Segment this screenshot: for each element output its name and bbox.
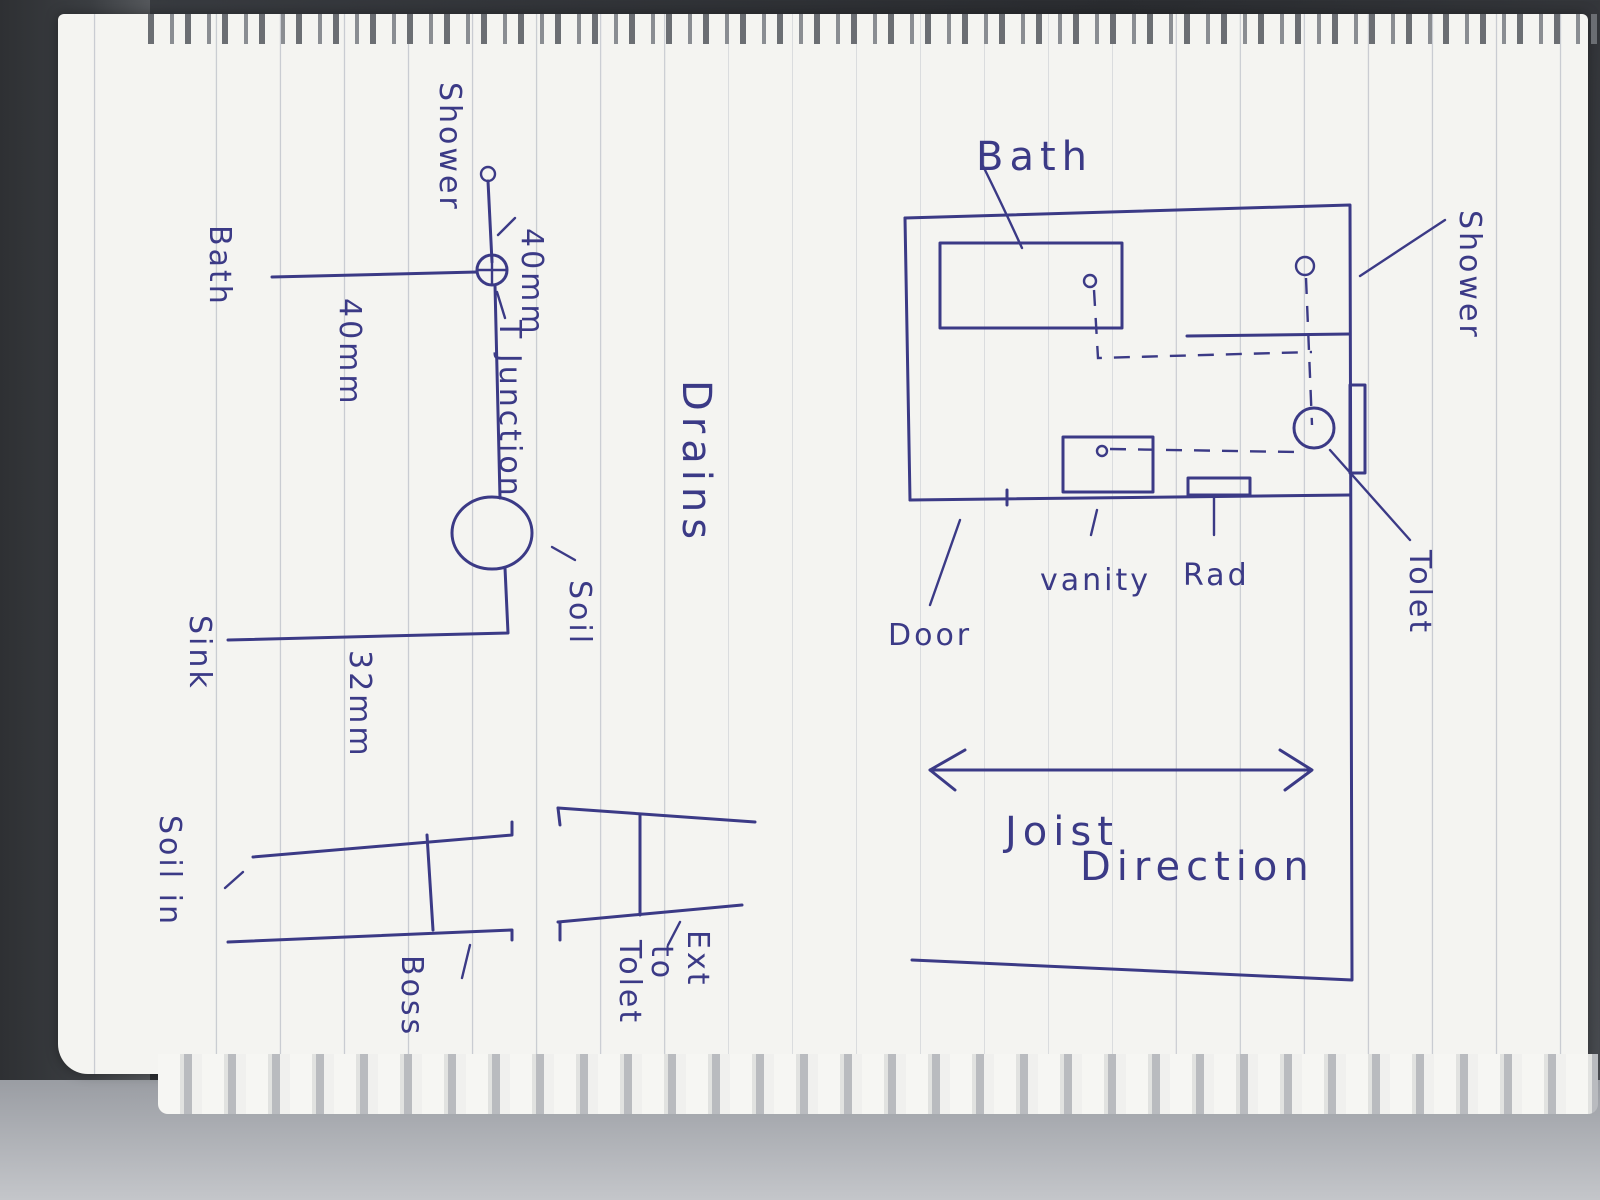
ext-pipe-bottom: [556, 903, 744, 924]
torn-page-edge: [158, 1054, 1598, 1114]
t-junction-label: T Junction: [492, 319, 527, 499]
toilet-cistern: [1348, 383, 1367, 475]
pipe-40mm-label-top: 40mm: [514, 228, 549, 337]
joist-label-line2: Direction: [1080, 844, 1315, 890]
bath-drain-circle: [1082, 273, 1098, 289]
shower-label-plan: Shower: [1452, 210, 1487, 340]
room-wall-bottom: [908, 493, 1352, 502]
ext-label-line3: Tolet: [612, 939, 647, 1025]
floor-plan: Bath Shower Tolet vanity Rad Door Joist …: [888, 134, 1487, 982]
t-junction-cross: [476, 254, 508, 286]
ext-leader: [666, 920, 682, 947]
door-leader-line: [928, 518, 962, 607]
radiator-outline: [1186, 476, 1252, 497]
sink-label: Sink: [182, 615, 217, 691]
soil-in-leader: [223, 870, 245, 890]
shower-pipe: [486, 179, 494, 264]
shower-waste-route: [1304, 277, 1314, 426]
shower-partition: [1185, 332, 1352, 338]
t-junction-leader: [495, 290, 507, 320]
bath-label-drain: Bath: [202, 225, 237, 307]
soil-in-pipe-bottom: [226, 928, 514, 944]
shower-leader-line: [1358, 218, 1447, 278]
soil-in-pipe-top: [251, 820, 514, 859]
soil-in-label: Soil in: [152, 815, 187, 927]
sink-branch-pipe: [226, 566, 510, 642]
boss-label: Boss: [394, 955, 429, 1037]
room-wall-left: [903, 216, 912, 502]
vanity-drain-circle: [1095, 444, 1109, 458]
bath-label: Bath: [976, 134, 1093, 180]
bath-outline: [938, 241, 1124, 330]
toilet-leader-line: [1328, 448, 1412, 542]
boss-leader: [460, 943, 472, 980]
toilet-soil-circle: [1292, 406, 1336, 450]
joist-arrow-right-head: [1278, 748, 1314, 792]
ext-label-line2: to: [644, 945, 679, 981]
joist-arrow-left-head: [928, 748, 967, 792]
pipe-40mm-leader: [496, 216, 517, 237]
bath-waste-route: [1092, 289, 1313, 360]
room-outline-wall: [903, 203, 1354, 982]
shower-drain-circle: [1294, 255, 1316, 277]
vanity-waste-route: [1109, 447, 1296, 454]
boss-connector: [425, 833, 435, 932]
shower-drain-node: [479, 165, 497, 183]
drains-schematic: Drains Shower Bath 40mm 40mm T Junction …: [152, 82, 757, 1037]
pipe-40mm-label-bath: 40mm: [332, 298, 367, 407]
door-label: Door: [888, 618, 972, 653]
vanity-label: vanity: [1040, 563, 1151, 598]
ext-label-line1: Ext: [680, 930, 715, 987]
rad-label: Rad: [1183, 558, 1250, 593]
vanity-outline: [1061, 435, 1155, 494]
main-waste-pipe: [493, 283, 502, 500]
joist-label-line1: Joist: [1002, 809, 1119, 855]
soil-label: Soil: [562, 580, 597, 646]
soil-stack-circle: [450, 495, 534, 571]
ext-pipe-ends: [556, 806, 562, 942]
pipe-32mm-label: 32mm: [342, 650, 377, 759]
vanity-leader-line: [1089, 508, 1099, 537]
bath-branch-pipe: [270, 270, 479, 279]
drains-title: Drains: [673, 380, 719, 545]
shower-label-drain: Shower: [432, 82, 467, 212]
bath-leader-line: [981, 164, 1024, 250]
toilet-label-plan: Tolet: [1402, 549, 1437, 635]
spiral-binding: [148, 14, 1600, 44]
notebook-page: [58, 14, 1600, 1114]
ext-pipe-top: [556, 806, 757, 824]
soil-leader: [550, 545, 577, 562]
